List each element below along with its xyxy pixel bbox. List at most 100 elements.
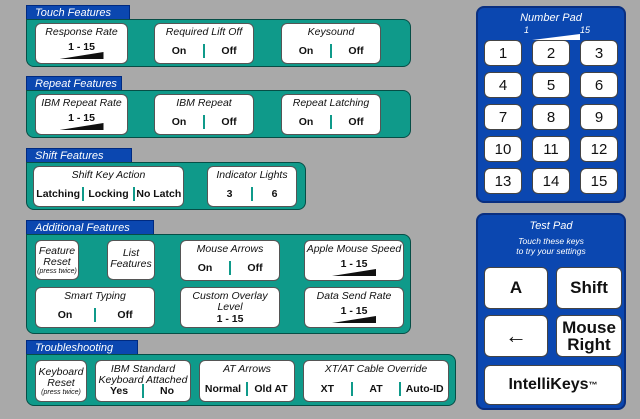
at-arrows-normal-button[interactable]: Normal	[204, 383, 242, 395]
shift-features-tab: Shift Features	[26, 148, 132, 162]
ibm-standard-no-button[interactable]: No	[160, 385, 174, 397]
smart-typing-on-button[interactable]: On	[57, 309, 73, 321]
mouse-arrows-off-button[interactable]: Off	[247, 262, 263, 274]
number-key-13[interactable]: 13	[484, 168, 522, 194]
number-key-1[interactable]: 1	[484, 40, 522, 66]
apple-mouse-speed-setting[interactable]: Apple Mouse Speed 1 - 15	[304, 240, 404, 281]
number-key-12[interactable]: 12	[580, 136, 618, 162]
response-rate-slider[interactable]	[59, 52, 104, 59]
number-key-2[interactable]: 2	[532, 40, 570, 66]
custom-overlay-level-setting[interactable]: Custom Overlay Level 1 - 15	[180, 287, 280, 328]
troubleshooting-section: Keyboard Reset (press twice) IBM Standar…	[26, 354, 456, 406]
number-key-5[interactable]: 5	[532, 72, 570, 98]
mouse-arrows-on-button[interactable]: On	[197, 262, 213, 274]
response-rate-title: Response Rate	[45, 26, 118, 38]
keyboard-reset-title-2: Reset	[47, 377, 75, 389]
keyboard-reset-note: (press twice)	[41, 389, 81, 396]
smart-typing-setting: Smart Typing On Off	[35, 287, 155, 328]
indicator-lights-setting: Indicator Lights 3 6	[207, 166, 297, 207]
test-key-shift[interactable]: Shift	[556, 267, 622, 309]
number-key-9[interactable]: 9	[580, 104, 618, 130]
keysound-title: Keysound	[307, 26, 355, 38]
number-key-8[interactable]: 8	[532, 104, 570, 130]
test-pad-panel: Test Pad Touch these keys to try your se…	[476, 213, 626, 410]
apple-mouse-speed-slider[interactable]	[332, 269, 376, 276]
smart-typing-title: Smart Typing	[64, 290, 126, 302]
ibm-repeat-rate-slider[interactable]	[59, 123, 104, 130]
data-send-rate-setting[interactable]: Data Send Rate 1 - 15	[304, 287, 404, 328]
required-lift-off-on-button[interactable]: On	[171, 45, 187, 57]
number-key-4[interactable]: 4	[484, 72, 522, 98]
xt-button[interactable]: XT	[320, 383, 335, 395]
list-features-title-1: List	[122, 247, 140, 259]
keyboard-reset-button[interactable]: Keyboard Reset (press twice)	[35, 360, 87, 402]
shift-no-latch-button[interactable]: No Latch	[136, 188, 182, 200]
ibm-standard-title-2: Keyboard Attached	[98, 374, 188, 386]
list-features-title-2: Features	[110, 258, 152, 270]
indicator-lights-title: Indicator Lights	[216, 169, 288, 181]
troubleshooting-tab: Troubleshooting	[26, 340, 138, 354]
at-arrows-setting: AT Arrows Normal Old AT	[199, 360, 295, 402]
ibm-repeat-title: IBM Repeat	[176, 97, 232, 109]
smart-typing-off-button[interactable]: Off	[117, 309, 133, 321]
indicator-lights-3-button[interactable]: 3	[226, 188, 233, 200]
shift-locking-button[interactable]: Locking	[88, 188, 129, 200]
test-key-a[interactable]: A	[484, 267, 548, 309]
repeat-latching-off-button[interactable]: Off	[348, 116, 364, 128]
list-features-button[interactable]: List Features	[107, 240, 155, 280]
keysound-off-button[interactable]: Off	[348, 45, 364, 57]
ibm-repeat-off-button[interactable]: Off	[221, 116, 237, 128]
ibm-standard-yes-button[interactable]: Yes	[109, 385, 129, 397]
custom-overlay-range: 1 - 15	[216, 313, 244, 325]
mouse-right-line-2: Right	[567, 335, 611, 354]
number-pad-title: Number Pad	[520, 12, 582, 24]
additional-features-section: Feature Reset (press twice) List Feature…	[26, 234, 411, 334]
feature-reset-note: (press twice)	[37, 268, 77, 275]
custom-overlay-title-1: Custom Overlay	[192, 290, 268, 302]
ibm-repeat-rate-setting[interactable]: IBM Repeat Rate 1 - 15	[35, 94, 128, 135]
repeat-latching-on-button[interactable]: On	[298, 116, 314, 128]
keysound-on-button[interactable]: On	[298, 45, 314, 57]
apple-mouse-speed-title: Apple Mouse Speed	[306, 243, 402, 255]
ibm-repeat-on-button[interactable]: On	[171, 116, 187, 128]
response-rate-range: 1 - 15	[68, 41, 95, 53]
shift-latching-button[interactable]: Latching	[36, 188, 81, 200]
ibm-repeat-rate-range: 1 - 15	[68, 112, 95, 124]
at-button[interactable]: AT	[369, 383, 383, 395]
keysound-setting: Keysound On Off	[281, 23, 381, 64]
feature-reset-title-1: Feature	[38, 245, 76, 257]
number-key-14[interactable]: 14	[532, 168, 570, 194]
number-key-15[interactable]: 15	[580, 168, 618, 194]
additional-features-tab: Additional Features	[26, 220, 154, 234]
at-arrows-old-at-button[interactable]: Old AT	[254, 383, 288, 395]
number-key-3[interactable]: 3	[580, 40, 618, 66]
number-key-7[interactable]: 7	[484, 104, 522, 130]
feature-reset-button[interactable]: Feature Reset (press twice)	[35, 240, 79, 280]
test-pad-subtitle-2: to try your settings	[516, 246, 586, 256]
auto-id-button[interactable]: Auto-ID	[405, 383, 444, 395]
data-send-rate-title: Data Send Rate	[316, 290, 392, 302]
data-send-rate-slider[interactable]	[332, 316, 376, 323]
feature-reset-title-2: Reset	[43, 256, 71, 268]
test-key-backspace[interactable]: ←	[484, 315, 548, 357]
number-pad-range-min: 1	[524, 25, 530, 35]
data-send-rate-range: 1 - 15	[340, 305, 368, 317]
number-key-6[interactable]: 6	[580, 72, 618, 98]
number-key-10[interactable]: 10	[484, 136, 522, 162]
number-key-11[interactable]: 11	[532, 136, 570, 162]
repeat-features-tab: Repeat Features	[26, 76, 122, 90]
keyboard-reset-title-1: Keyboard	[38, 366, 84, 378]
at-arrows-title: AT Arrows	[223, 363, 271, 375]
required-lift-off-off-button[interactable]: Off	[221, 45, 237, 57]
apple-mouse-speed-range: 1 - 15	[340, 258, 368, 270]
indicator-lights-6-button[interactable]: 6	[271, 188, 278, 200]
response-rate-setting[interactable]: Response Rate 1 - 15	[35, 23, 128, 64]
test-key-mouse-right[interactable]: Mouse Right	[556, 315, 622, 357]
